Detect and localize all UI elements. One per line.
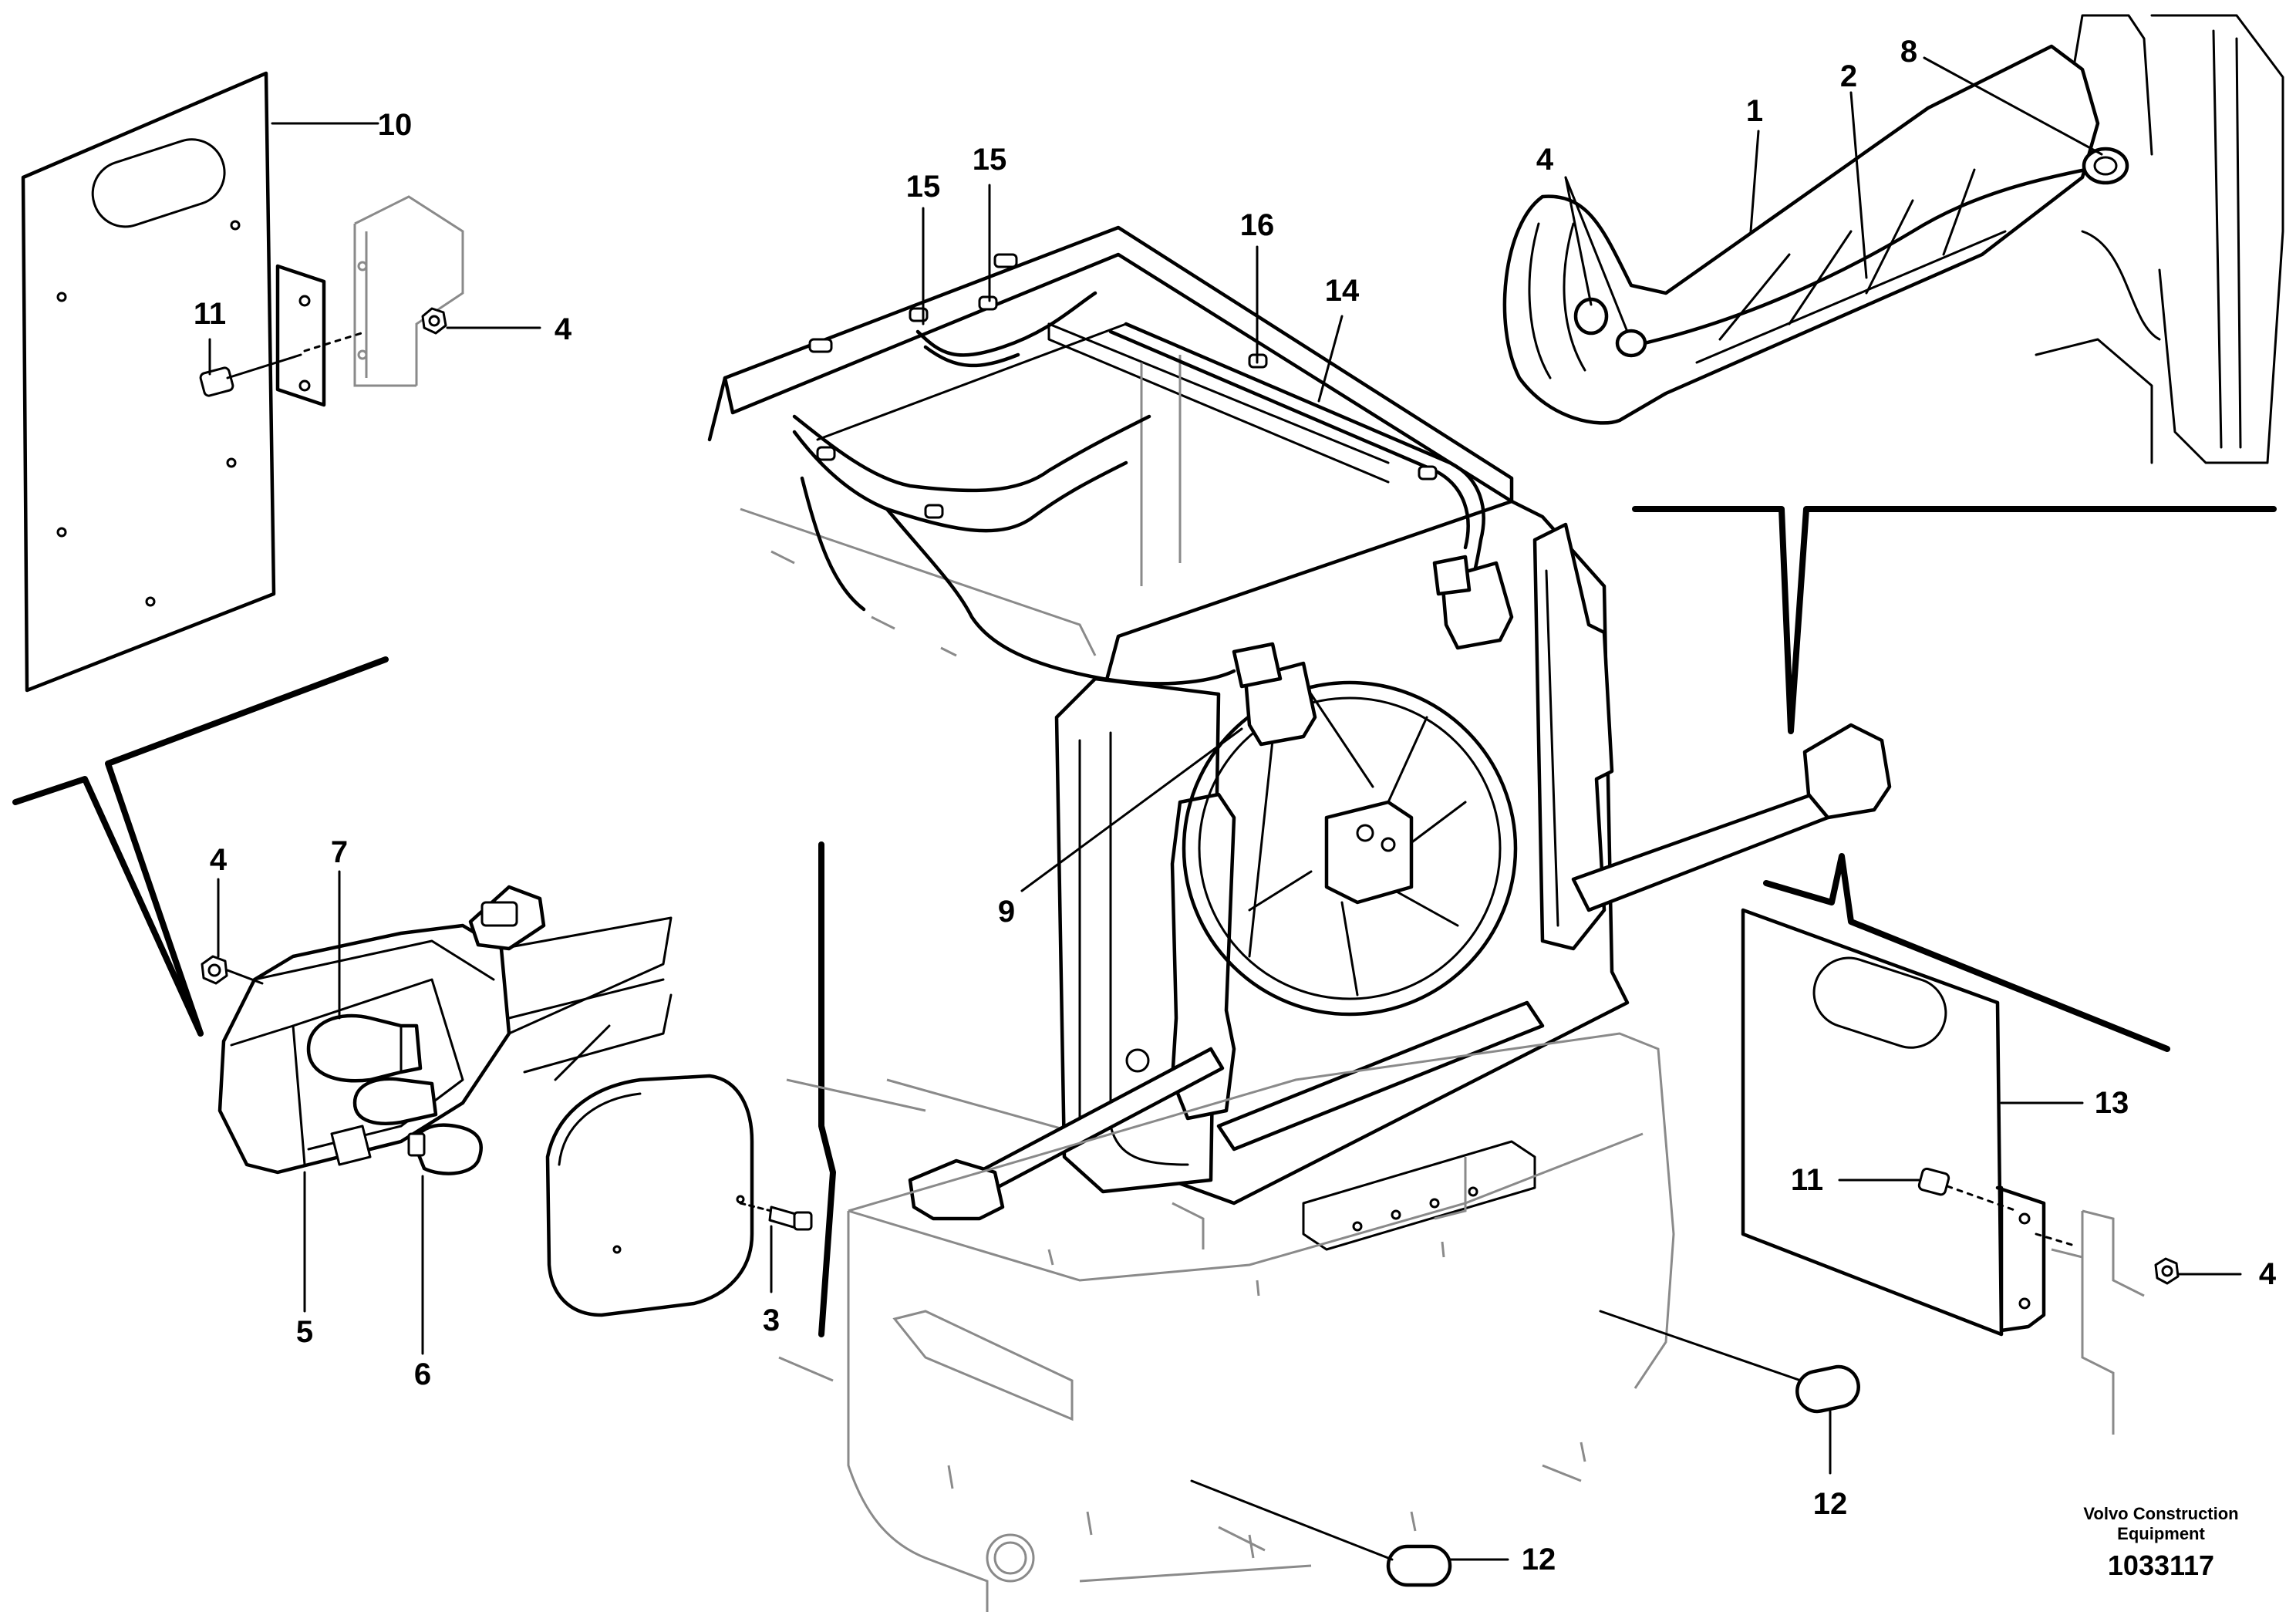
section-separators: [12, 506, 2277, 1337]
callout-7: 7: [331, 835, 348, 869]
counterweight-ghost: [778, 1032, 1675, 1612]
callout-11-right: 11: [1791, 1163, 1823, 1197]
callout-4-right: 4: [2259, 1257, 2277, 1291]
plugs-12: [1190, 1310, 1860, 1587]
inset-rear-plate-left: [21, 71, 541, 693]
inset-rear-plate-right: [1741, 908, 2242, 1435]
callout-10: 10: [378, 108, 413, 142]
callout-13: 13: [2095, 1086, 2129, 1120]
cab-radiator-assembly: [707, 184, 1892, 1251]
callout-8: 8: [1900, 35, 1917, 69]
callout-15-left: 15: [906, 170, 941, 204]
bulb-7: [306, 1013, 423, 1083]
brand-line-1: Volvo Construction: [2083, 1504, 2238, 1523]
callout-15-right: 15: [973, 143, 1007, 177]
callout-4-lamp: 4: [210, 843, 228, 877]
tail-lamp-exploded: [201, 870, 813, 1355]
plug-12-bottom: [1190, 1479, 1509, 1587]
callout-11-top-left: 11: [194, 297, 226, 331]
footer-block: Volvo Construction Equipment 1033117: [2083, 1504, 2238, 1581]
screw-3: [739, 1202, 813, 1231]
callout-4-arm: 4: [1536, 143, 1554, 177]
callout-14: 14: [1325, 274, 1360, 308]
callout-1: 1: [1746, 94, 1763, 128]
drawing-number: 1033117: [2108, 1549, 2214, 1581]
callout-12-right: 12: [1813, 1487, 1848, 1521]
bolt-11-right: [1917, 1167, 2018, 1212]
callout-2: 2: [1840, 59, 1857, 93]
callout-3: 3: [763, 1303, 780, 1337]
lens-cover: [545, 1074, 754, 1317]
nut-4-top-left: [421, 307, 447, 335]
nut-4-right: [2154, 1257, 2180, 1285]
grommet-8: [2082, 147, 2129, 185]
callout-5: 5: [296, 1315, 313, 1349]
nut-4-lamp: [201, 955, 264, 985]
bulb-6: [407, 1123, 483, 1175]
inset-light-arm-detail: [1502, 14, 2284, 464]
callout-9: 9: [998, 895, 1015, 929]
callout-16: 16: [1240, 208, 1275, 242]
callout-12-bottom: 12: [1522, 1543, 1556, 1576]
callout-labels: 10 11 4 15 15 16 14 4 1 2 8 4 7 9 5 6 3 …: [194, 35, 2277, 1576]
plug-12-right: [1599, 1310, 1860, 1475]
callout-4-top-left: 4: [555, 312, 572, 346]
callout-6: 6: [414, 1357, 431, 1391]
brand-line-2: Equipment: [2117, 1524, 2205, 1543]
bolt-11-top-left: [199, 353, 302, 397]
